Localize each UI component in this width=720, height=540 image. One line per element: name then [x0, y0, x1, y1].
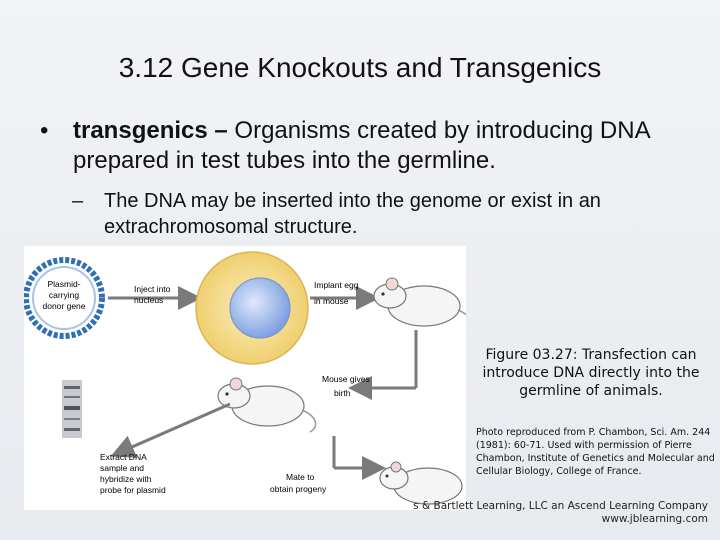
figure-caption: Figure 03.27: Transfection can introduce… [466, 346, 716, 400]
mate-label-2: obtain progeny [270, 484, 327, 494]
inject-label-1: Inject into [134, 284, 171, 294]
bullet-marker: • [40, 116, 73, 146]
sub-bullet: –The DNA may be inserted into the genome… [72, 188, 712, 240]
extract-label-1: Extract DNA [100, 452, 147, 462]
mouse-icon [218, 378, 316, 432]
main-bullet: •transgenics – Organisms created by intr… [40, 116, 700, 176]
publisher-footer: s & Bartlett Learning, LLC an Ascend Lea… [328, 500, 708, 526]
extract-label-2: sample and [100, 463, 144, 473]
gel-photo [62, 380, 82, 438]
plasmid-label-2: carrying [49, 290, 80, 300]
plasmid-label-3: donor gene [42, 301, 85, 311]
birth-label-2: birth [334, 388, 351, 398]
implant-label-2: in mouse [314, 296, 349, 306]
birth-label-1: Mouse gives [322, 374, 370, 384]
extract-label-4: probe for plasmid [100, 485, 166, 495]
sub-bullet-marker: – [72, 188, 104, 214]
extract-arrow [116, 404, 230, 454]
implant-label-1: Implant egg [314, 280, 359, 290]
transfection-figure: Plasmid- carrying donor gene Inject into… [24, 246, 466, 510]
photo-credit: Photo reproduced from P. Chambon, Sci. A… [476, 426, 720, 478]
publisher-url: www.jblearning.com [328, 513, 708, 526]
plasmid-label-1: Plasmid- [47, 279, 80, 289]
plasmid-diagram: Plasmid- carrying donor gene [26, 260, 102, 336]
inject-label-2: nucleus [134, 295, 163, 305]
egg-cell [196, 252, 308, 364]
figure-illustration: Plasmid- carrying donor gene Inject into… [24, 246, 466, 510]
bullet-term: transgenics – [73, 117, 228, 144]
mouse-icon [380, 462, 462, 504]
publisher-line-1: s & Bartlett Learning, LLC an Ascend Lea… [328, 500, 708, 513]
slide-title: 3.12 Gene Knockouts and Transgenics [0, 52, 720, 84]
mouse-icon [374, 278, 466, 332]
extract-label-3: hybridize with [100, 474, 152, 484]
sub-bullet-text: The DNA may be inserted into the genome … [104, 190, 601, 238]
mate-label-1: Mate to [286, 472, 315, 482]
